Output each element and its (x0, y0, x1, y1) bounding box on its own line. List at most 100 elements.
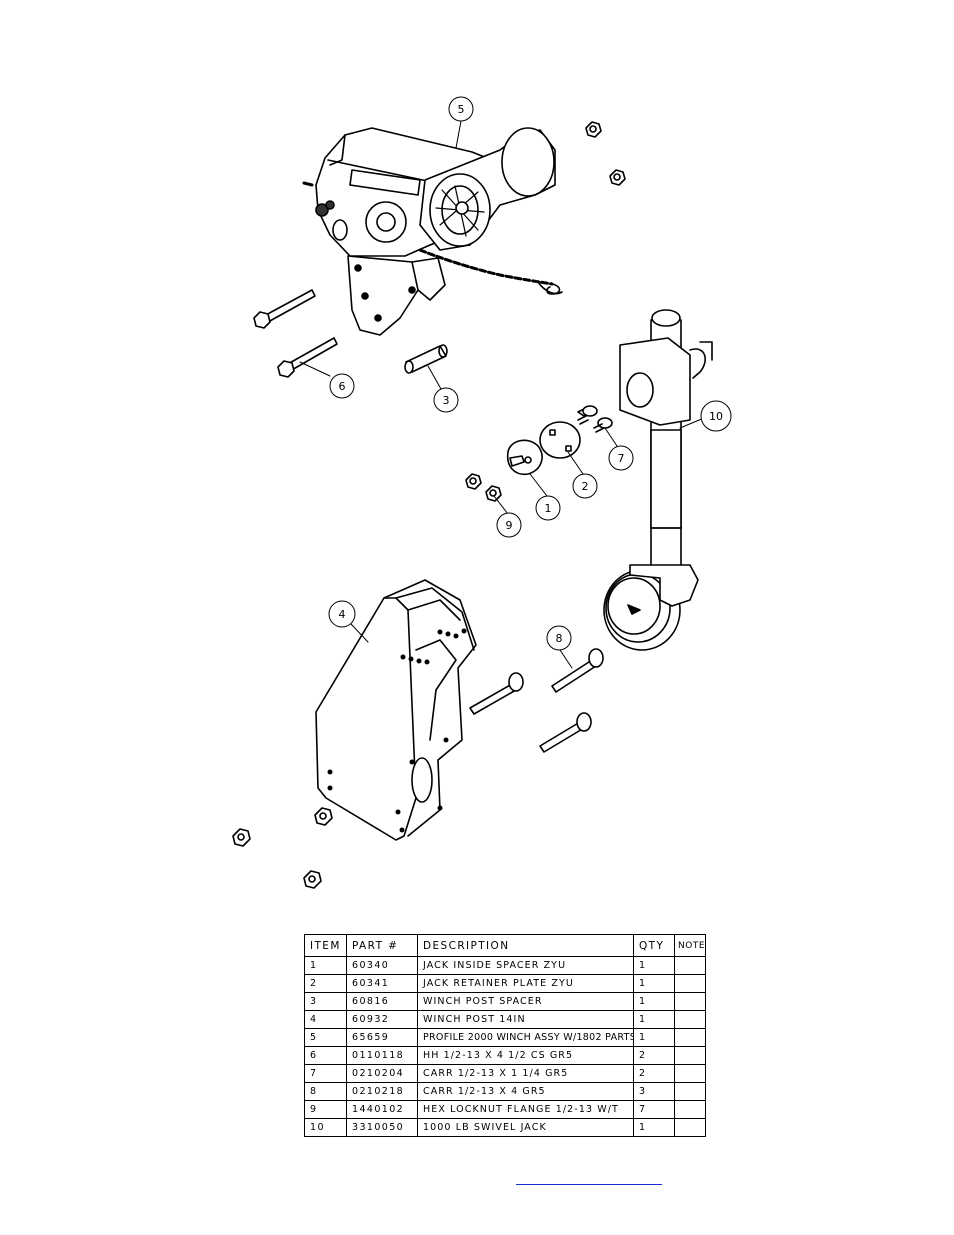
carriage-bolts-long (469, 648, 604, 753)
callout-4-label: 4 (339, 608, 346, 621)
cell-note (674, 974, 706, 993)
cell-description: PROFILE 2000 WINCH ASSY W/1802 PARTS (417, 1028, 634, 1047)
cell-description: JACK INSIDE SPACER ZYU (417, 956, 634, 975)
winch-post-spacer (404, 344, 448, 374)
table-header-row: ITEM PART # DESCRIPTION QTY NOTE (304, 934, 706, 957)
cell-qty: 7 (633, 1100, 675, 1119)
cell-qty: 1 (633, 1028, 675, 1047)
cell-item: 5 (304, 1028, 347, 1047)
locknuts-pair (465, 473, 502, 502)
cell-description: CARR 1/2-13 X 1 1/4 GR5 (417, 1064, 634, 1083)
header-item: ITEM (304, 934, 347, 957)
callout-4: 4 (328, 600, 356, 628)
swivel-jack (603, 309, 713, 651)
cell-qty: 1 (633, 956, 675, 975)
callout-9: 9 (496, 512, 522, 538)
cell-note (674, 992, 706, 1011)
header-part-number: PART # (346, 934, 418, 957)
leader-lines (299, 120, 705, 669)
exploded-parts-diagram: 5 6 3 10 7 2 1 9 4 8 (232, 96, 732, 889)
cell-item: 7 (304, 1064, 347, 1083)
header-qty: QTY (633, 934, 675, 957)
carriage-bolts-short (577, 405, 613, 433)
cell-item: 1 (304, 956, 347, 975)
winch-post (315, 579, 477, 841)
callout-3-label: 3 (443, 394, 450, 407)
cell-description: CARR 1/2-13 X 4 GR5 (417, 1082, 634, 1101)
cell-part-number: 3310050 (346, 1118, 418, 1137)
hex-bolts (253, 289, 338, 378)
cell-note (674, 1010, 706, 1029)
callout-1-label: 1 (545, 502, 552, 515)
locknuts-loose (232, 807, 333, 889)
cell-description: WINCH POST SPACER (417, 992, 634, 1011)
callout-2-label: 2 (582, 480, 589, 493)
cell-description: HH 1/2-13 X 4 1/2 CS GR5 (417, 1046, 634, 1065)
cell-description: WINCH POST 14IN (417, 1010, 634, 1029)
callout-6: 6 (329, 373, 355, 399)
cell-qty: 2 (633, 1064, 675, 1083)
cell-part-number: 0210204 (346, 1064, 418, 1083)
cell-description: HEX LOCKNUT FLANGE 1/2-13 W/T (417, 1100, 634, 1119)
callout-7: 7 (608, 445, 634, 471)
locknut-hardware (585, 121, 626, 186)
callout-9-label: 9 (506, 519, 513, 532)
callout-5: 5 (448, 96, 474, 122)
cell-item: 9 (304, 1100, 347, 1119)
header-note: NOTE (674, 934, 706, 957)
cell-qty: 1 (633, 992, 675, 1011)
cell-part-number: 65659 (346, 1028, 418, 1047)
cell-item: 4 (304, 1010, 347, 1029)
cell-note (674, 1028, 706, 1047)
callout-1: 1 (535, 495, 561, 521)
header-description: DESCRIPTION (417, 934, 634, 957)
callout-10: 10 (700, 400, 732, 432)
cell-qty: 1 (633, 974, 675, 993)
cell-qty: 2 (633, 1046, 675, 1065)
callout-8-label: 8 (556, 632, 563, 645)
cell-qty: 1 (633, 1118, 675, 1137)
cell-qty: 1 (633, 1010, 675, 1029)
cell-part-number: 0210218 (346, 1082, 418, 1101)
cell-part-number: 1440102 (346, 1100, 418, 1119)
cell-description: 1000 LB SWIVEL JACK (417, 1118, 634, 1137)
callout-8: 8 (546, 625, 572, 651)
callout-3: 3 (433, 387, 459, 413)
cell-qty: 3 (633, 1082, 675, 1101)
cell-part-number: 60340 (346, 956, 418, 975)
cell-note (674, 1082, 706, 1101)
cell-note (674, 956, 706, 975)
cell-item: 3 (304, 992, 347, 1011)
cell-part-number: 60341 (346, 974, 418, 993)
jack-spacer-and-plate (506, 421, 581, 476)
cell-note (674, 1046, 706, 1065)
cell-part-number: 0110118 (346, 1046, 418, 1065)
winch-assembly (302, 127, 563, 336)
cell-note (674, 1064, 706, 1083)
cell-note (674, 1100, 706, 1119)
cell-note (674, 1118, 706, 1137)
cell-description: JACK RETAINER PLATE ZYU (417, 974, 634, 993)
callout-10-label: 10 (709, 410, 723, 423)
callout-2: 2 (572, 473, 598, 499)
cell-item: 10 (304, 1118, 347, 1137)
callout-5-label: 5 (458, 103, 465, 116)
cell-part-number: 60932 (346, 1010, 418, 1029)
footer-link[interactable] (516, 1172, 662, 1185)
cell-item: 2 (304, 974, 347, 993)
cell-part-number: 60816 (346, 992, 418, 1011)
cell-item: 8 (304, 1082, 347, 1101)
cell-item: 6 (304, 1046, 347, 1065)
callout-6-label: 6 (339, 380, 346, 393)
